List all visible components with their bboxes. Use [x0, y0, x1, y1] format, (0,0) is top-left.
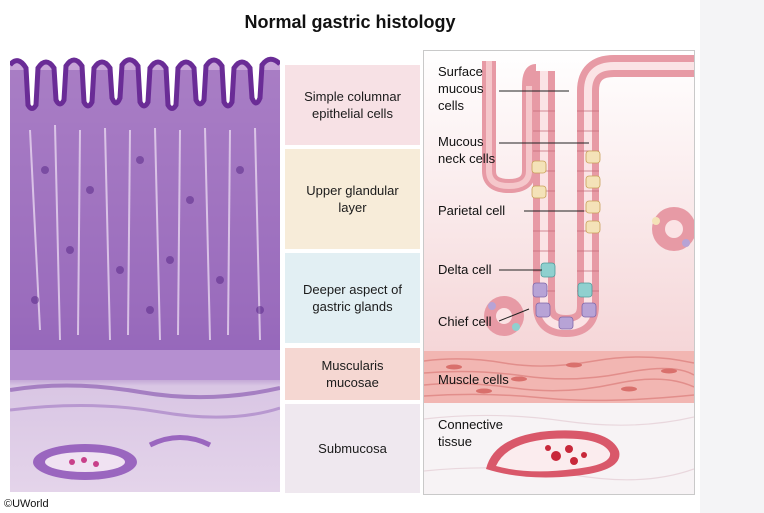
gland-schematic [424, 51, 694, 494]
copyright-notice: ©UWorld [4, 498, 49, 510]
layer-submucosa: Submucosa [285, 404, 420, 493]
histology-micrograph [10, 50, 280, 492]
label-connective-tissue: Connective tissue [438, 417, 504, 449]
label-mucous-neck-cells: Mucous neck cells [438, 134, 496, 166]
label-surface-mucous-cells: Surface mucous cells [438, 64, 484, 113]
label-muscle-cells: Muscle cells [438, 372, 509, 387]
label-delta-cell: Delta cell [438, 262, 492, 277]
side-margin [700, 0, 764, 513]
figure-title: Normal gastric histology [244, 12, 456, 32]
label-parietal-cell: Parietal cell [438, 203, 506, 218]
gland-schematic-panel: Surface mucous cells Mucous neck cells P… [423, 50, 695, 495]
label-chief-cell: Chief cell [438, 314, 492, 329]
